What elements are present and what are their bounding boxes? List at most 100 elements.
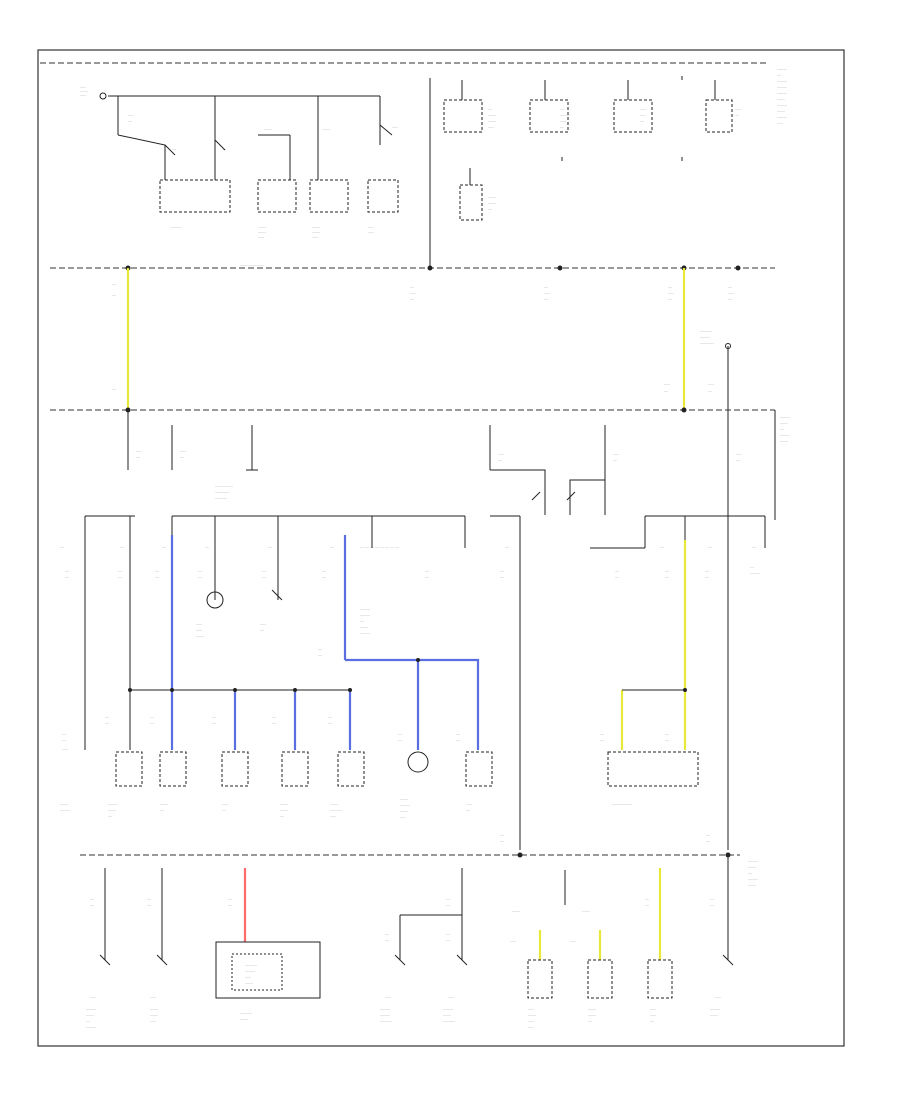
svg-text:‥‥: ‥‥	[385, 938, 389, 942]
svg-text:‥‥‥: ‥‥‥	[196, 622, 202, 626]
svg-text:‥‥‥‥: ‥‥‥‥	[488, 113, 496, 117]
svg-text:‥‥‥: ‥‥‥	[570, 939, 576, 943]
svg-text:‥‥‥‥: ‥‥‥‥	[710, 1013, 718, 1017]
top-left-fuse-block	[99, 92, 399, 213]
mid-section: ‥‥ ‥‥ ‥‥ ‥‥ ‥‥‥ ‥‥ ‥‥ ‥‥‥ ‥‥ ‥‥ ‥‥‥ ‥‥ ‥…	[112, 268, 734, 410]
svg-text:‥‥: ‥‥	[228, 897, 232, 901]
svg-text:‥‥‥‥: ‥‥‥‥	[312, 230, 320, 234]
svg-text:‥‥‥: ‥‥‥	[777, 121, 783, 125]
svg-text:‥‥‥‥: ‥‥‥‥	[488, 119, 496, 123]
svg-text:‥‥‥‥‥‥: ‥‥‥‥‥‥	[443, 1019, 455, 1023]
svg-text:‥‥: ‥‥	[668, 297, 672, 301]
svg-text:‥‥: ‥‥	[268, 545, 272, 549]
svg-text:‥‥‥: ‥‥‥	[222, 802, 228, 806]
svg-text:‥‥: ‥‥	[645, 897, 649, 901]
svg-text:‥‥‥‥‥: ‥‥‥‥‥	[86, 1025, 96, 1029]
svg-text:‥‥: ‥‥	[615, 569, 619, 573]
svg-text:‥‥‥: ‥‥‥	[150, 995, 156, 999]
svg-text:‥‥: ‥‥	[560, 107, 564, 111]
svg-text:‥‥‥: ‥‥‥	[385, 995, 391, 999]
svg-text:‥‥: ‥‥	[262, 575, 266, 579]
svg-text:‥‥: ‥‥	[318, 653, 322, 657]
svg-text:‥‥: ‥‥	[665, 732, 669, 736]
svg-text:‥‥: ‥‥	[108, 814, 112, 818]
svg-text:‥‥‥: ‥‥‥	[664, 382, 670, 386]
svg-text:‥‥‥‥‥: ‥‥‥‥‥	[108, 802, 118, 806]
svg-text:‥‥: ‥‥	[222, 147, 226, 151]
svg-text:‥‥: ‥‥	[668, 285, 672, 289]
svg-text:‥‥‥‥‥: ‥‥‥‥‥	[750, 571, 760, 575]
svg-text:‥‥: ‥‥	[147, 903, 151, 907]
svg-text:‥‥: ‥‥	[128, 119, 132, 123]
svg-text:‥‥: ‥‥	[328, 721, 332, 725]
svg-text:‥‥‥‥‥: ‥‥‥‥‥	[60, 808, 70, 812]
svg-text:‥‥: ‥‥	[118, 569, 122, 573]
svg-text:‥‥‥‥‥: ‥‥‥‥‥	[777, 67, 787, 71]
svg-text:‥‥: ‥‥	[777, 73, 781, 77]
svg-text:‥‥‥‥‥: ‥‥‥‥‥	[748, 859, 758, 863]
svg-text:‥‥: ‥‥	[322, 569, 326, 573]
svg-text:‥‥: ‥‥	[172, 147, 176, 151]
svg-text:‥‥‥: ‥‥‥	[708, 382, 714, 386]
svg-text:‥‥‥‥: ‥‥‥‥	[80, 89, 88, 93]
svg-text:‥‥‥‥‥: ‥‥‥‥‥	[360, 631, 370, 635]
svg-text:‥‥‥‥‥‥‥‥‥‥: ‥‥‥‥‥‥‥‥‥‥	[612, 802, 632, 806]
svg-text:‥‥‥‥‥‥‥‥‥: ‥‥‥‥‥‥‥‥‥	[215, 484, 233, 488]
svg-text:‥‥‥: ‥‥‥	[330, 814, 336, 818]
svg-text:‥‥: ‥‥	[120, 545, 124, 549]
svg-text:‥‥‥‥‥: ‥‥‥‥‥	[780, 433, 790, 437]
lamp-row: ‥‥ ‥‥ ‥‥ ‥‥ ‥‥ ‥‥ ‥‥ ‥‥ ‥‥ ‥‥ ‥‥ ‥‥ ‥‥ ‥…	[62, 715, 699, 787]
svg-text:‥‥: ‥‥	[705, 575, 709, 579]
section-3-wires: ‥‥ ‥‥ ‥‥ ‥‥ ‥‥ ‥‥ ‥‥ ‥‥ ‥‥ ‥‥ ‥‥ ‥‥ ‥‥ ‥…	[65, 535, 760, 750]
svg-text:‥‥‥‥‥‥: ‥‥‥‥‥‥	[380, 1019, 392, 1023]
svg-text:‥‥‥‥: ‥‥‥‥	[264, 127, 272, 131]
svg-text:‥‥: ‥‥	[272, 721, 276, 725]
svg-text:‥‥: ‥‥	[65, 569, 69, 573]
svg-text:‥‥: ‥‥	[398, 732, 402, 736]
svg-text:‥‥: ‥‥	[112, 293, 116, 297]
svg-text:‥‥‥: ‥‥‥	[180, 449, 186, 453]
svg-text:‥‥: ‥‥	[500, 839, 504, 843]
svg-text:‥‥: ‥‥	[710, 903, 714, 907]
svg-text:‥‥: ‥‥	[498, 458, 502, 462]
svg-text:‥‥‥‥: ‥‥‥‥	[258, 225, 266, 229]
svg-text:‥‥‥‥: ‥‥‥‥	[60, 802, 68, 806]
svg-text:‥‥: ‥‥	[318, 647, 322, 651]
svg-text:‥‥‥‥‥‥‥: ‥‥‥‥‥‥‥	[215, 490, 229, 494]
svg-text:‥‥: ‥‥	[90, 903, 94, 907]
svg-text:‥‥‥: ‥‥‥	[613, 452, 619, 456]
svg-text:‥‥: ‥‥	[728, 297, 732, 301]
top-right-modules: ‥‥ ‥‥‥‥ ‥‥‥‥ ‥‥‥ ‥‥ ‥‥‥‥‥ ‥‥‥ ‥‥ ‥‥‥ ‥‥‥…	[429, 67, 787, 268]
svg-text:‥‥: ‥‥	[112, 282, 116, 286]
svg-text:‥‥: ‥‥	[728, 285, 732, 289]
svg-text:‥‥‥: ‥‥‥	[510, 939, 516, 943]
svg-text:‥‥‥‥‥: ‥‥‥‥‥	[380, 1007, 390, 1011]
svg-text:‥‥‥‥: ‥‥‥‥	[150, 1013, 158, 1017]
svg-text:‥‥: ‥‥	[736, 458, 740, 462]
svg-text:‥‥‥‥: ‥‥‥‥	[86, 1013, 94, 1017]
svg-text:‥‥‥‥: ‥‥‥‥	[258, 230, 266, 234]
svg-text:‥‥‥: ‥‥‥	[528, 1025, 534, 1029]
svg-text:‥‥: ‥‥	[410, 297, 414, 301]
svg-text:‥‥: ‥‥	[600, 738, 604, 742]
svg-text:‥‥‥: ‥‥‥	[80, 93, 86, 97]
svg-text:‥‥: ‥‥	[65, 575, 69, 579]
svg-text:‥‥‥‥‥: ‥‥‥‥‥	[86, 1007, 96, 1011]
svg-text:‥‥‥‥‥‥: ‥‥‥‥‥‥	[330, 808, 342, 812]
central-block-box	[159, 179, 231, 213]
svg-text:‥‥‥: ‥‥‥	[196, 628, 202, 632]
svg-text:‥‥: ‥‥	[500, 569, 504, 573]
svg-text:‥‥: ‥‥	[155, 569, 159, 573]
svg-text:‥‥‥‥‥‥: ‥‥‥‥‥‥	[170, 225, 182, 229]
svg-text:‥‥: ‥‥	[544, 285, 548, 289]
svg-text:‥‥: ‥‥	[212, 721, 216, 725]
svg-text:‥‥‥‥: ‥‥‥‥	[512, 909, 520, 913]
svg-text:‥‥‥‥: ‥‥‥‥	[108, 808, 116, 812]
svg-text:‥‥‥‥‥: ‥‥‥‥‥	[360, 613, 370, 617]
svg-text:‥‥‥: ‥‥‥	[736, 452, 742, 456]
svg-text:‥‥: ‥‥	[212, 715, 216, 719]
svg-text:‥‥: ‥‥	[600, 732, 604, 736]
svg-text:‥‥‥: ‥‥‥	[650, 1013, 656, 1017]
svg-text:‥‥‥: ‥‥‥	[258, 235, 264, 239]
svg-text:‥‥: ‥‥	[456, 738, 460, 742]
